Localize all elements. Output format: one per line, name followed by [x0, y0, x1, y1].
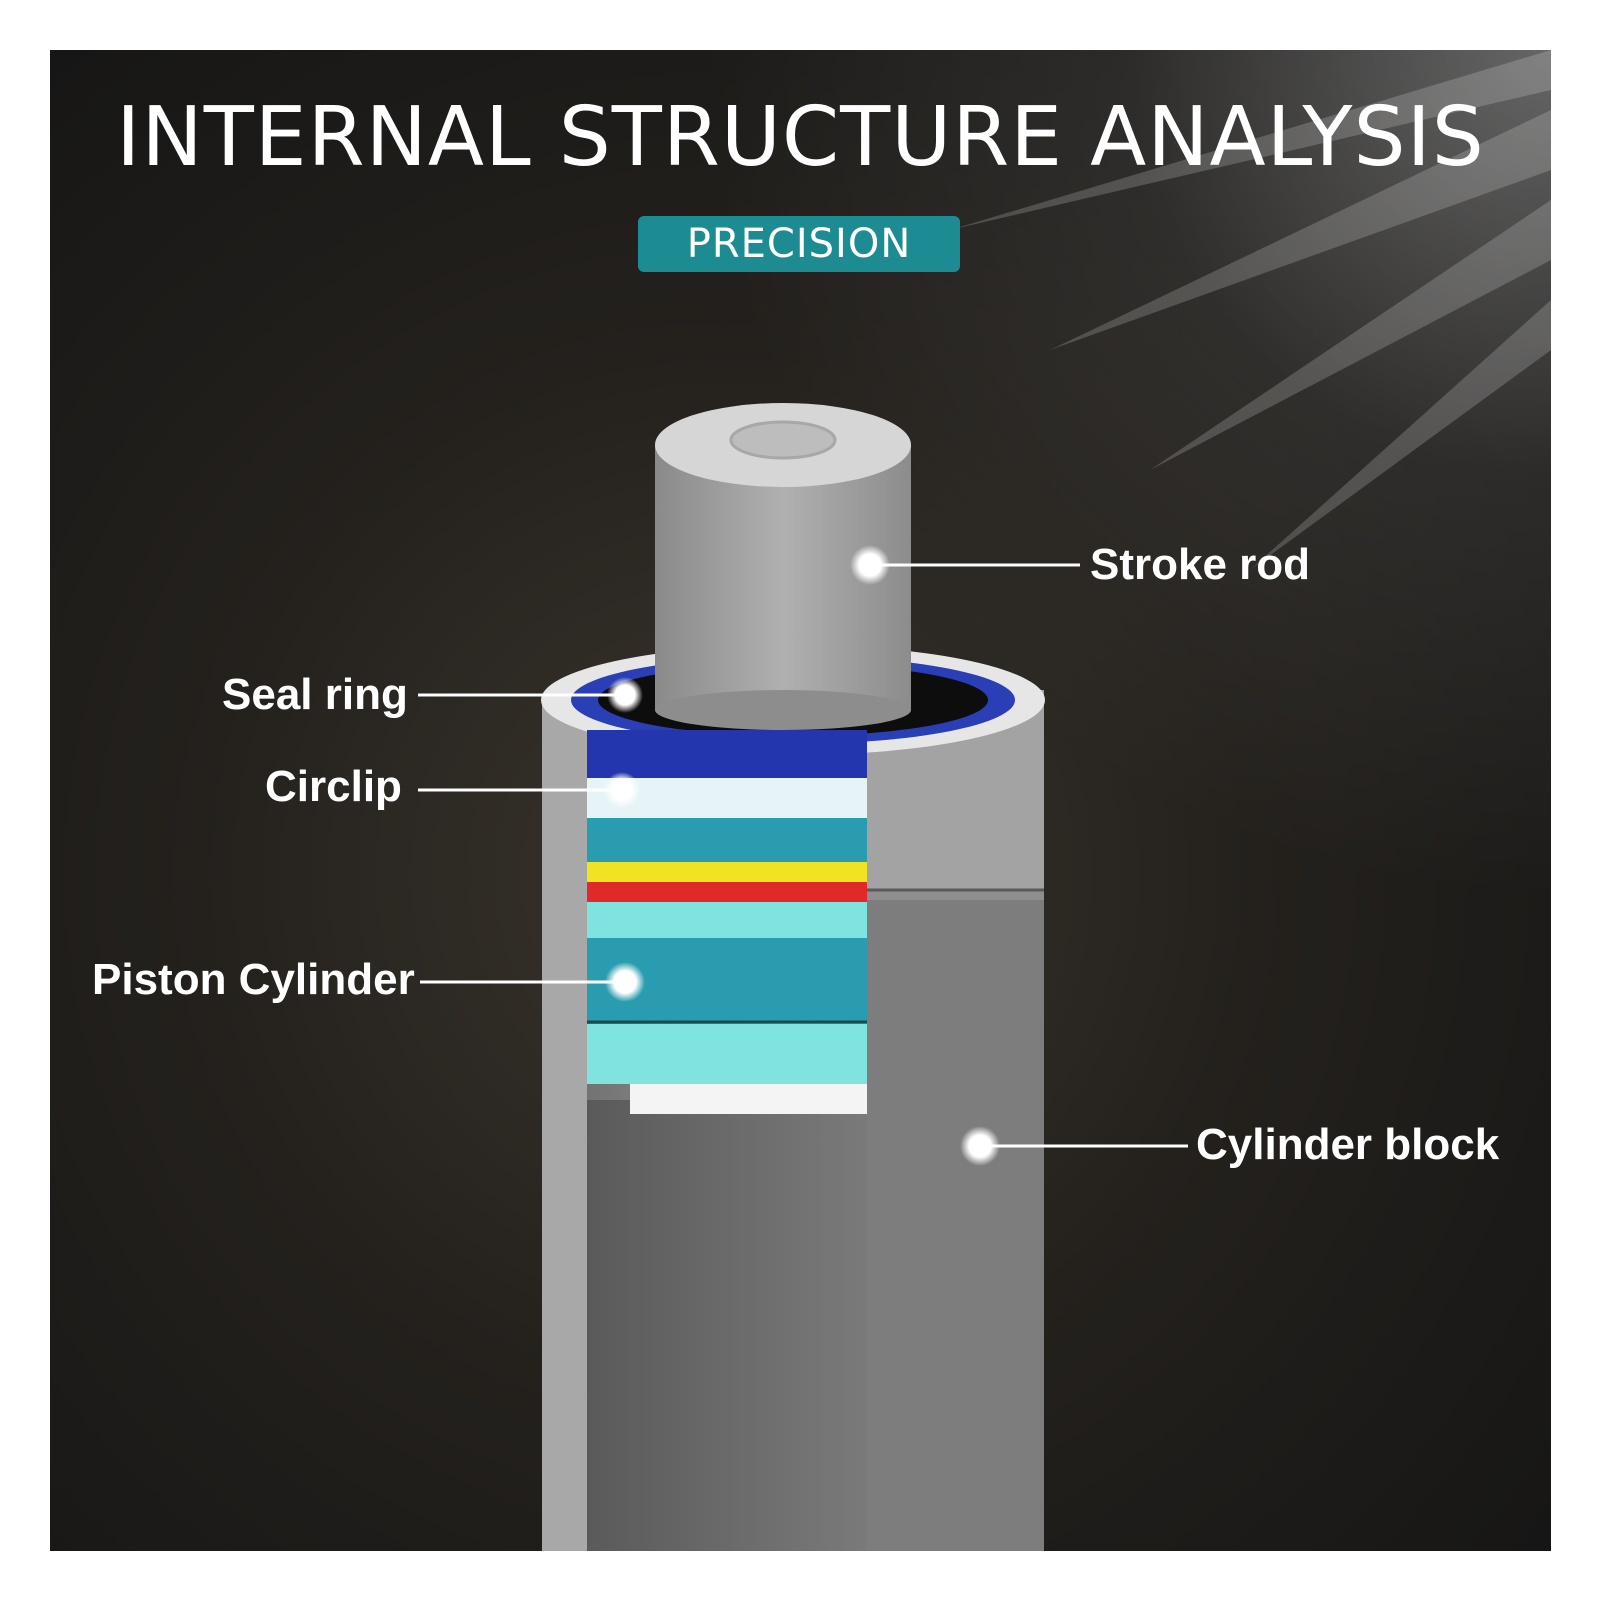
circlip-label: Circlip: [265, 762, 402, 811]
callout-dots: [604, 545, 1000, 1166]
stroke-rod-label: Stroke rod: [1090, 540, 1311, 589]
circlip-marker: [604, 772, 640, 808]
stroke-rod: [655, 403, 911, 730]
cylinder-block-label: Cylinder block: [1196, 1120, 1500, 1169]
seal-ring-label: Seal ring: [222, 670, 408, 719]
callout-lines: [418, 563, 1188, 1148]
page-title: INTERNAL STRUCTURE ANALYSIS: [116, 90, 1485, 185]
seal-ring-marker: [607, 677, 643, 713]
light-rays: [950, 50, 1551, 570]
piston-cylinder-marker: [605, 962, 645, 1002]
cylinder-block-marker: [960, 1126, 1000, 1166]
piston-layers: [587, 730, 867, 1114]
precision-badge: PRECISION: [638, 216, 960, 272]
piston-cylinder-label: Piston Cylinder: [92, 955, 415, 1004]
stroke-rod-marker: [850, 545, 890, 585]
cylinder-illustration: [418, 50, 1551, 1551]
diagram-panel: INTERNAL STRUCTURE ANALYSIS PRECISION St…: [50, 50, 1551, 1551]
